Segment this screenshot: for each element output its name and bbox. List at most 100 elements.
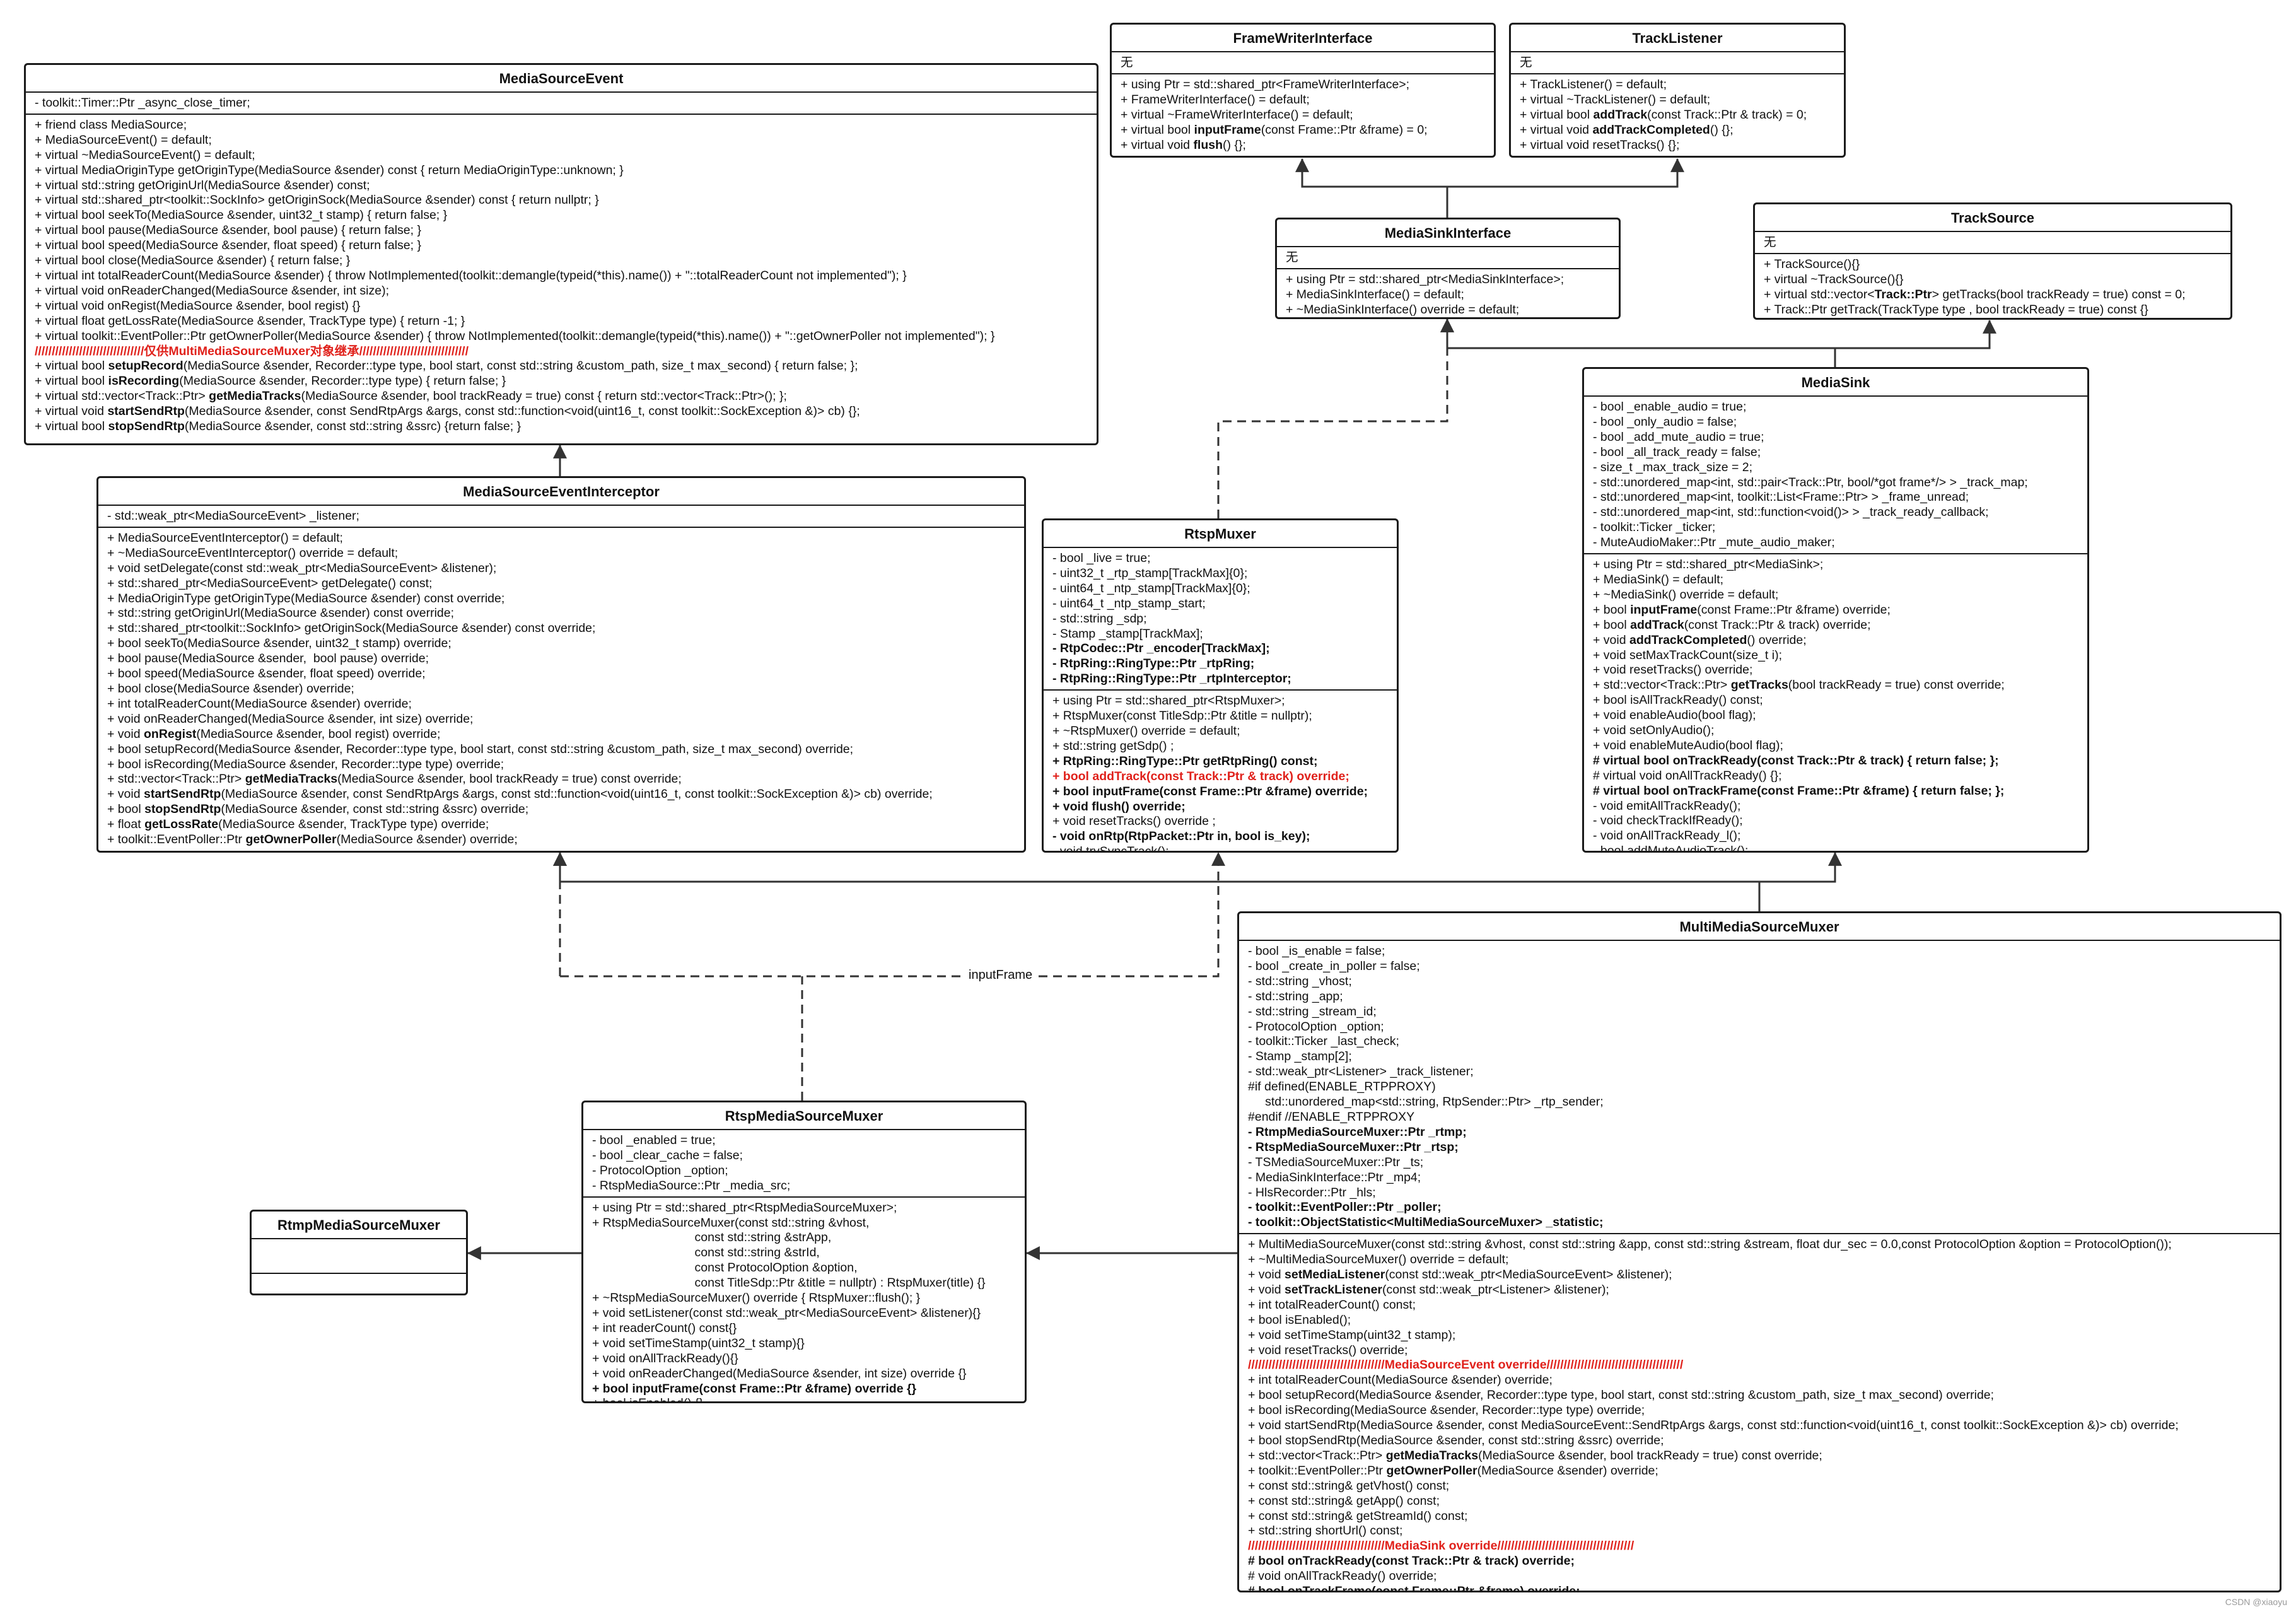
- class-member: + bool isRecording(MediaSource &sender, …: [107, 757, 504, 771]
- class-operations: + friend class MediaSource;+ MediaSource…: [26, 115, 1097, 437]
- class-member: - ProtocolOption _option;: [1248, 1019, 1384, 1034]
- class-member: + MediaSinkInterface() = default;: [1286, 287, 1464, 301]
- class-member: + virtual void flush() {};: [1121, 137, 1246, 152]
- class-attributes: - bool _enable_audio = true;- bool _only…: [1584, 397, 2087, 555]
- class-box-rtmp-media-source-muxer[interactable]: RtmpMediaSourceMuxer: [250, 1210, 468, 1295]
- class-member: + MediaOriginType getOriginType(MediaSou…: [107, 591, 505, 605]
- class-operations: [252, 1274, 466, 1294]
- class-member: + void resetTracks() override;: [1593, 663, 1753, 677]
- class-member: + bool isRecording(MediaSource &sender, …: [1248, 1403, 1645, 1418]
- class-member: + virtual void onRegist(MediaSource &sen…: [35, 298, 361, 313]
- class-member: - bool _all_track_ready = false;: [1593, 445, 1761, 459]
- class-member: + bool setupRecord(MediaSource &sender, …: [1248, 1388, 1995, 1403]
- edge-rtspmuxer-to-sinkinterface: [1217, 318, 1454, 518]
- class-member: + bool isAllTrackReady() const;: [1593, 693, 1763, 708]
- class-member: + void resetTracks() override;: [1248, 1343, 1408, 1357]
- class-member: + virtual std::vector<Track::Ptr> getTra…: [1764, 287, 2186, 301]
- class-box-media-sink[interactable]: MediaSink- bool _enable_audio = true;- b…: [1582, 367, 2089, 853]
- class-box-multi-media-source-muxer[interactable]: MultiMediaSourceMuxer- bool _is_enable =…: [1237, 911, 2281, 1592]
- class-title: MultiMediaSourceMuxer: [1239, 913, 2280, 941]
- class-member: + toolkit::EventPoller::Ptr getOwnerPoll…: [1248, 1463, 1658, 1478]
- class-member: + TrackSource(){}: [1764, 257, 1860, 271]
- class-member: + virtual bool inputFrame(const Frame::P…: [1121, 122, 1428, 137]
- class-member: + void enableMuteAudio(bool flag);: [1593, 738, 1783, 752]
- class-member: + virtual ~TrackListener() = default;: [1520, 92, 1711, 107]
- class-attributes: 无: [1277, 247, 1619, 269]
- class-member: + virtual bool addTrack(const Track::Ptr…: [1520, 107, 1807, 122]
- class-member: + using Ptr = std::shared_ptr<RtspMuxer>…: [1052, 694, 1285, 708]
- class-member: + virtual void startSendRtp(MediaSource …: [35, 404, 860, 419]
- class-member: const TitleSdp::Ptr &title = nullptr) : …: [592, 1276, 986, 1290]
- class-member: + bool seekTo(MediaSource &sender, uint3…: [107, 636, 452, 651]
- class-attributes: - toolkit::Timer::Ptr _async_close_timer…: [26, 93, 1097, 115]
- class-member: + void setMediaListener(const std::weak_…: [1248, 1268, 1672, 1282]
- class-member: + void setOnlyAudio();: [1593, 723, 1715, 738]
- class-operations: + using Ptr = std::shared_ptr<RtspMuxer>…: [1044, 691, 1397, 851]
- class-member: + ~MediaSourceEventInterceptor() overrid…: [107, 546, 399, 560]
- class-title: RtmpMediaSourceMuxer: [252, 1212, 466, 1239]
- class-member: + ~MediaSinkInterface() override = defau…: [1286, 302, 1520, 317]
- class-member: + void onReaderChanged(MediaSource &send…: [107, 711, 474, 726]
- class-box-media-source-event-interceptor[interactable]: MediaSourceEventInterceptor- std::weak_p…: [96, 476, 1026, 853]
- class-title: TrackSource: [1755, 204, 2230, 232]
- class-member: - toolkit::Ticker _last_check;: [1248, 1034, 1399, 1049]
- class-member: + void flush() override;: [1052, 799, 1186, 814]
- class-member: 无: [1121, 55, 1133, 69]
- class-member: - bool addMuteAudioTrack();: [1593, 844, 1749, 853]
- class-title: MediaSinkInterface: [1277, 219, 1619, 247]
- edge-multimuxer-to-interceptor: [553, 851, 1761, 911]
- class-box-media-source-event[interactable]: MediaSourceEvent- toolkit::Timer::Ptr _a…: [24, 63, 1098, 445]
- class-member: + bool inputFrame(const Frame::Ptr &fram…: [592, 1381, 917, 1396]
- class-member: + virtual ~FrameWriterInterface() = defa…: [1121, 107, 1353, 122]
- class-member: + virtual int totalReaderCount(MediaSour…: [35, 268, 907, 283]
- class-member: + void resetTracks() override ;: [1052, 814, 1216, 829]
- class-member: + void startSendRtp(MediaSource &sender,…: [1248, 1418, 2179, 1433]
- class-attributes: 无: [1112, 52, 1494, 74]
- class-member: + using Ptr = std::shared_ptr<MediaSinkI…: [1286, 272, 1565, 286]
- class-attributes: 无: [1511, 52, 1844, 74]
- class-member: + int totalReaderCount(MediaSource &send…: [1248, 1373, 1553, 1387]
- class-member: + void setTimeStamp(uint32_t stamp);: [1248, 1328, 1456, 1342]
- class-operations: + MultiMediaSourceMuxer(const std::strin…: [1239, 1234, 2280, 1591]
- class-member: - std::unordered_map<int, std::pair<Trac…: [1593, 475, 2028, 489]
- class-member: + FrameWriterInterface() = default;: [1121, 92, 1310, 107]
- class-member: - toolkit::Ticker _ticker;: [1593, 520, 1716, 535]
- edge-inputframe-to-rtspmuxer: [560, 851, 1225, 978]
- class-member: + void setListener(const std::weak_ptr<M…: [592, 1305, 981, 1320]
- class-title: FrameWriterInterface: [1112, 25, 1494, 52]
- class-member: + Track::Ptr getTrack(TrackType type , b…: [1764, 302, 2148, 317]
- class-member: + bool addTrack(const Track::Ptr & track…: [1593, 617, 1871, 632]
- class-member: + virtual float getLossRate(MediaSource …: [35, 313, 465, 328]
- class-member: + bool addTrack(const Track::Ptr & track…: [1052, 769, 1349, 783]
- class-member: ////////////////////////////////仅供MultiM…: [35, 344, 469, 358]
- class-member: - std::weak_ptr<Listener> _track_listene…: [1248, 1065, 1474, 1079]
- class-member: # bool onTrackReady(const Track::Ptr & t…: [1248, 1554, 1575, 1568]
- class-member: - bool _create_in_poller = false;: [1248, 959, 1420, 973]
- class-member: - MuteAudioMaker::Ptr _mute_audio_maker;: [1593, 535, 1835, 550]
- class-operations: + TrackListener() = default;+ virtual ~T…: [1511, 74, 1844, 156]
- class-member: + bool close(MediaSource &sender) overri…: [107, 681, 354, 696]
- class-member: + int totalReaderCount(MediaSource &send…: [107, 696, 412, 711]
- class-member: + void setDelegate(const std::weak_ptr<M…: [107, 561, 497, 575]
- class-box-rtsp-media-source-muxer[interactable]: RtspMediaSourceMuxer- bool _enabled = tr…: [581, 1101, 1027, 1403]
- class-member: + bool inputFrame(const Frame::Ptr &fram…: [1593, 602, 1891, 617]
- class-member: + using Ptr = std::shared_ptr<MediaSink>…: [1593, 558, 1824, 572]
- class-member: - toolkit::ObjectStatistic<MultiMediaSou…: [1248, 1215, 1604, 1230]
- class-member: + virtual std::vector<Track::Ptr> getMed…: [35, 389, 787, 404]
- class-attributes: - bool _live = true;- uint32_t _rtp_stam…: [1044, 548, 1397, 691]
- class-member: + void startSendRtp(MediaSource &sender,…: [107, 787, 933, 802]
- class-member: - std::string _stream_id;: [1248, 1004, 1377, 1019]
- class-member: + virtual bool seekTo(MediaSource &sende…: [35, 208, 448, 223]
- class-member: + virtual bool close(MediaSource &sender…: [35, 254, 351, 268]
- class-member: - bool _enable_audio = true;: [1593, 400, 1747, 414]
- class-member: - bool _clear_cache = false;: [592, 1148, 743, 1162]
- class-member: + RtspMuxer(const TitleSdp::Ptr &title =…: [1052, 709, 1312, 723]
- class-box-rtsp-muxer[interactable]: RtspMuxer- bool _live = true;- uint32_t …: [1042, 518, 1399, 853]
- class-attributes: [252, 1239, 466, 1274]
- class-member: + void onAllTrackReady(){}: [592, 1351, 738, 1365]
- class-member: + virtual bool pause(MediaSource &sender…: [35, 223, 422, 238]
